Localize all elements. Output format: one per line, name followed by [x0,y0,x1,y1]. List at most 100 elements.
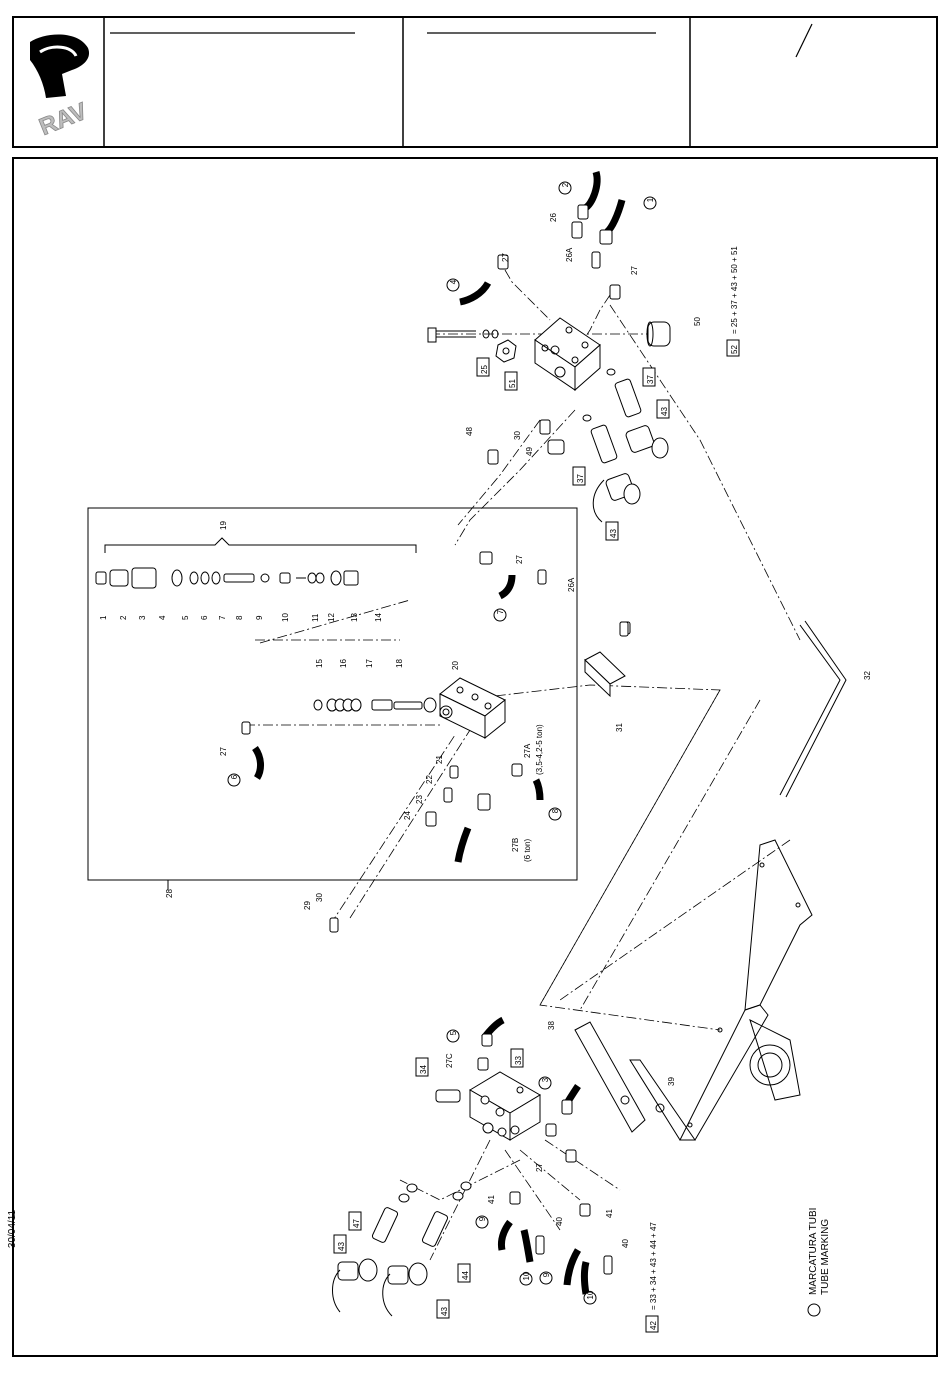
part-label: 1 [99,615,108,620]
tube-marker: 10 [586,1290,595,1299]
part-label: 41 [605,1209,614,1218]
legend-line1: MARCATURA TUBI [808,1208,819,1295]
part-label: 29 [303,901,312,910]
part-label: 10 [281,613,290,622]
part-label: 41 [487,1195,496,1204]
boxed-label: 37 [576,474,585,483]
boxed-label: 43 [337,1242,346,1251]
callout-27b-note: (6 ton) [523,839,532,862]
part-label: 3 [138,615,147,620]
legend-line2: TUBE MARKING [820,1219,831,1295]
boxed-label: 51 [508,379,517,388]
tube-marker: 4 [449,279,458,284]
part-label: 40 [555,1217,564,1226]
part-label: 23 [415,795,424,804]
part-label: 27C [445,1053,454,1068]
boxed-label: 44 [461,1271,470,1280]
part-label: 2 [119,615,128,620]
part-label: 40 [621,1239,630,1248]
legend-circle-icon [807,1303,821,1317]
part-label: 26A [567,577,576,592]
part-label: 16 [339,659,348,668]
tube-marker: 2 [561,182,570,187]
part-label: 17 [365,659,374,668]
rav-logo: RAV [30,34,91,141]
fitting-25 [495,339,517,363]
cartridges-37 [582,368,642,464]
part-label: 5 [181,615,190,620]
part-label: 27 [535,1163,544,1172]
part-label: 18 [395,659,404,668]
boxed-label: 37 [646,375,655,384]
bolt [427,321,671,347]
detail-frame [87,507,578,881]
boxed-label: 47 [352,1219,361,1228]
boxed-label: 25 [480,365,489,374]
callout-28: 28 [165,889,174,898]
part-label: 30 [513,431,522,440]
coils-43 [337,425,669,1286]
part-label: 31 [615,723,624,732]
part-label: 22 [425,775,434,784]
tube-marker: 9 [542,1272,551,1277]
callout-27a-note: (3,5-4,2-5 ton) [535,724,544,775]
boxed-labels [333,357,670,1319]
part-label: 13 [350,613,359,622]
part-label: 11 [311,613,320,622]
formula-42-text: = 33 + 34 + 43 + 44 + 47 [649,1222,658,1310]
part-labels: 26 26A 27 27 50 48 30 49 27 26A 1 2 3 4 … [99,213,872,1248]
cartridges-bottom [371,1089,472,1247]
part-label: 8 [235,615,244,620]
tube-marker: 1 [646,197,655,202]
bracket-31 [584,621,629,698]
part-label: 9 [255,615,264,620]
part-label: 15 [315,659,324,668]
formula-52-box: 52 [730,345,739,354]
formula-42: 42 = 33 + 34 + 43 + 44 + 47 [645,1222,659,1333]
title-block [12,16,938,148]
part-label: 7 [218,615,227,620]
part-label: 4 [158,615,167,620]
part-label: 32 [863,671,872,680]
spool-stack [95,567,437,713]
formula-52: 52 = 25 + 37 + 43 + 50 + 51 [726,246,740,357]
callout-27a: 27A [523,743,532,758]
part-label: 27 [630,266,639,275]
variant-callouts: 27A (3,5-4,2-5 ton) 27B (6 ton) [511,724,544,862]
boxed-label: 43 [440,1307,449,1316]
part-label: 26A [565,247,574,262]
logo-text: RAV [35,98,90,141]
part-label: 6 [200,615,209,620]
tube-marker: 5 [449,1030,458,1035]
callout-19: 19 [219,521,228,530]
valve-body-20 [439,677,506,740]
tube-marking-legend: MARCATURA TUBI TUBE MARKING [807,1208,831,1317]
boxed-label: 43 [609,529,618,538]
boxed-label: 34 [419,1065,428,1074]
tube-marker: 9 [478,1216,487,1221]
boxed-label-texts: 25 51 37 43 37 43 33 34 47 43 44 43 [337,365,669,1316]
part-label: 38 [547,1021,556,1030]
frame-plate [574,839,813,1141]
part-label: 14 [374,613,383,622]
tube-marker: 10 [522,1271,531,1280]
part-label: 27 [515,555,524,564]
boxed-label: 43 [660,407,669,416]
coil-wires [332,479,605,1317]
tube-marker-texts: 1 2 4 7 6 8 5 3 9 10 9 10 [230,182,655,1299]
part-label: 26 [549,213,558,222]
tube-marker: 7 [496,609,505,614]
part-label: 27 [501,253,510,262]
formula-42-box: 42 [649,1321,658,1330]
part-label: 39 [667,1077,676,1086]
part-label: 49 [525,447,534,456]
drawing-frame [12,157,938,1357]
tube-32 [779,620,847,798]
brace-19: 19 [104,521,417,553]
part-label: 50 [693,317,702,326]
part-label: 20 [451,661,460,670]
part-label: 21 [435,755,444,764]
tube-marker: 3 [541,1077,550,1082]
part-label: 24 [403,811,412,820]
